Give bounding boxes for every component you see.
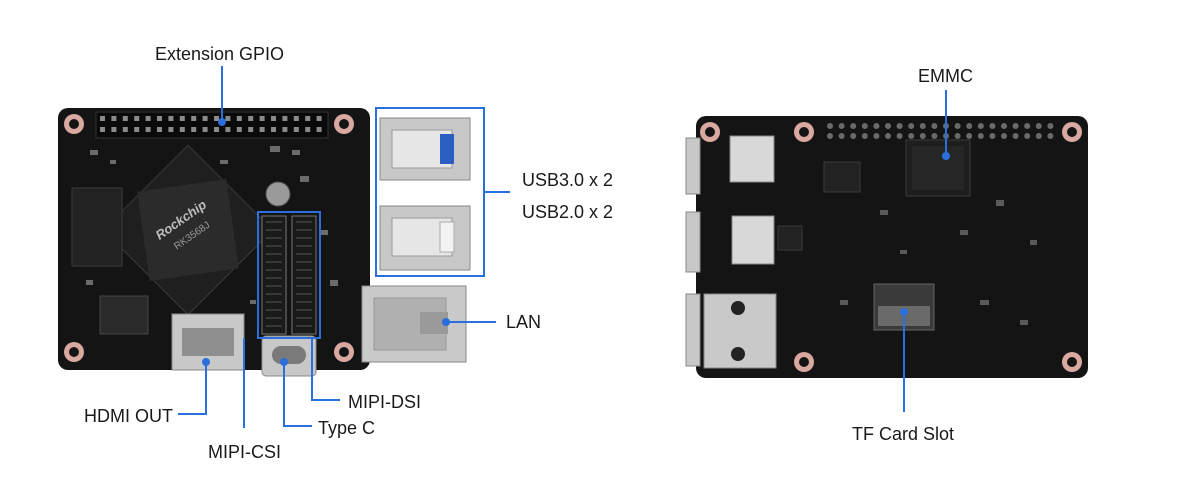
back-gpio-pins: [827, 123, 1054, 139]
pmic-chip: [99, 295, 149, 335]
ethernet-port-icon: [361, 285, 467, 363]
mipi-callout-box: [257, 211, 321, 339]
smd-components: [86, 146, 338, 304]
back-port-edges: [685, 137, 701, 367]
back-pcb: [696, 116, 1088, 378]
mipi-csi-label: MIPI-CSI: [208, 442, 282, 462]
mipi-connector-icon: [261, 215, 317, 335]
crystal: [265, 181, 291, 207]
emmc-chip-icon: [905, 139, 971, 197]
gpio-label: Extension GPIO: [155, 44, 285, 64]
back-usb-solder: [729, 135, 775, 183]
lan-label: LAN: [506, 312, 542, 332]
front-board: Rockchip RK3568J: [58, 108, 471, 377]
back-board: [685, 116, 1088, 378]
mipi-dsi-label: MIPI-DSI: [348, 392, 422, 412]
tf-slot-label: TF Card Slot: [852, 424, 955, 444]
front-callout-lines: [178, 66, 510, 428]
back-callout-lines: [903, 90, 947, 412]
gpio-header-icon: [95, 111, 329, 139]
type-c-label: Type C: [318, 418, 376, 438]
usb3-label: USB3.0 x 2: [522, 170, 614, 190]
hdmi-label: HDMI OUT: [84, 406, 173, 426]
emmc-label: EMMC: [918, 66, 973, 86]
usb-c-port-icon: [261, 335, 317, 377]
back-ic: [823, 161, 861, 193]
hdmi-port-icon: [171, 313, 245, 371]
usb2-label: USB2.0 x 2: [522, 202, 614, 222]
back-smd-components: [840, 200, 1037, 325]
soc-chip: Rockchip RK3568J: [102, 144, 274, 316]
usb-port-icon: [379, 117, 471, 271]
ram-chip: [71, 187, 123, 267]
